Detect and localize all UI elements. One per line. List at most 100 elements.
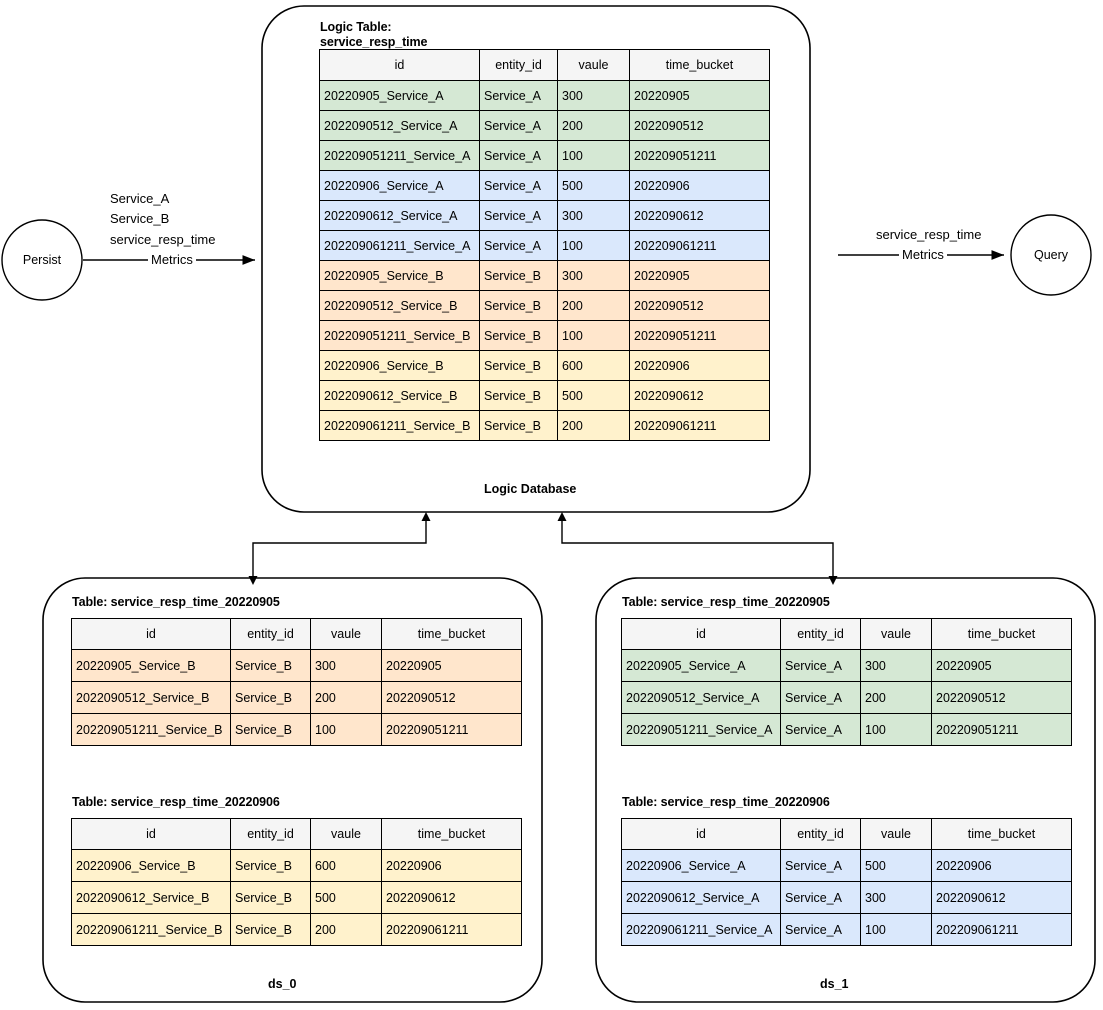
cell-time-bucket: 202209061211 <box>381 913 522 946</box>
cell-time-bucket: 202209051211 <box>629 140 770 171</box>
column-header-id: id <box>71 818 231 850</box>
cell-time-bucket: 202209061211 <box>931 913 1072 946</box>
cell-time-bucket: 2022090612 <box>629 200 770 231</box>
logic-table: id entity_id vaule time_bucket 20220905_… <box>319 49 770 441</box>
cell-id: 2022090612_Service_A <box>621 881 781 914</box>
cell-id: 2022090612_Service_A <box>319 200 480 231</box>
cell-id: 20220905_Service_B <box>319 260 480 291</box>
cell-time-bucket: 20220905 <box>629 80 770 111</box>
ds0-caption: ds_0 <box>268 977 297 991</box>
logic-table-title-line1: Logic Table: <box>320 20 392 34</box>
db-to-ds1-connector <box>561 519 834 578</box>
cell-time-bucket: 2022090612 <box>931 881 1072 914</box>
ds1-table1-title: Table: service_resp_time_20220906 <box>622 795 830 809</box>
cell-id: 20220906_Service_B <box>71 849 231 882</box>
persist-edge-label-line1: Service_A <box>110 191 170 206</box>
ds0-table0: id entity_id vaule time_bucket 20220905_… <box>71 618 522 746</box>
ds1-table0: id entity_id vaule time_bucket 20220905_… <box>621 618 1072 746</box>
cell-id: 202209061211_Service_B <box>71 913 231 946</box>
column-header-time-bucket: time_bucket <box>381 818 522 850</box>
cell-entity-id: Service_A <box>780 849 861 882</box>
cell-vaule: 100 <box>557 230 630 261</box>
column-header-vaule: vaule <box>860 818 932 850</box>
persist-edge-label-line4: Metrics <box>148 252 196 267</box>
cell-id: 202209051211_Service_A <box>319 140 480 171</box>
cell-entity-id: Service_A <box>780 881 861 914</box>
cell-vaule: 300 <box>310 649 382 682</box>
column-header-vaule: vaule <box>860 618 932 650</box>
persist-edge-label-line3: service_resp_time <box>110 232 216 247</box>
cell-entity-id: Service_B <box>230 881 311 914</box>
logic-table-title-line2: service_resp_time <box>320 35 428 49</box>
cell-id: 2022090612_Service_B <box>319 380 480 411</box>
query-node-label[interactable]: Query <box>1033 248 1069 262</box>
cell-entity-id: Service_B <box>479 350 558 381</box>
cell-id: 2022090612_Service_B <box>71 881 231 914</box>
cell-entity-id: Service_B <box>479 410 558 441</box>
column-header-time-bucket: time_bucket <box>381 618 522 650</box>
cell-time-bucket: 20220906 <box>381 849 522 882</box>
cell-entity-id: Service_B <box>479 260 558 291</box>
cell-entity-id: Service_A <box>479 80 558 111</box>
logic-table-header-row: id entity_id vaule time_bucket <box>319 49 770 81</box>
cell-vaule: 300 <box>557 80 630 111</box>
ds1-table0-title: Table: service_resp_time_20220905 <box>622 595 830 609</box>
cell-time-bucket: 20220905 <box>381 649 522 682</box>
column-header-time-bucket: time_bucket <box>629 49 770 81</box>
cell-vaule: 100 <box>557 140 630 171</box>
cell-id: 202209061211_Service_A <box>621 913 781 946</box>
cell-id: 2022090512_Service_B <box>319 290 480 321</box>
cell-entity-id: Service_A <box>780 713 861 746</box>
cell-id: 202209051211_Service_B <box>71 713 231 746</box>
column-header-entity-id: entity_id <box>780 818 861 850</box>
cell-time-bucket: 2022090612 <box>629 380 770 411</box>
cell-entity-id: Service_A <box>479 110 558 141</box>
cell-entity-id: Service_B <box>230 649 311 682</box>
column-header-entity-id: entity_id <box>230 818 311 850</box>
cell-vaule: 100 <box>310 713 382 746</box>
column-header-id: id <box>621 618 781 650</box>
db-to-ds0-up-arrowhead <box>421 512 431 521</box>
cell-entity-id: Service_B <box>230 913 311 946</box>
cell-id: 2022090512_Service_A <box>319 110 480 141</box>
cell-entity-id: Service_A <box>479 140 558 171</box>
column-header-entity-id: entity_id <box>230 618 311 650</box>
cell-entity-id: Service_B <box>479 380 558 411</box>
cell-id: 2022090512_Service_A <box>621 681 781 714</box>
cell-vaule: 300 <box>860 649 932 682</box>
column-header-entity-id: entity_id <box>479 49 558 81</box>
cell-time-bucket: 202209061211 <box>629 410 770 441</box>
cell-entity-id: Service_A <box>780 913 861 946</box>
persist-edge-label-line2: Service_B <box>110 211 170 226</box>
cell-vaule: 500 <box>557 170 630 201</box>
cell-id: 202209051211_Service_A <box>621 713 781 746</box>
ds1-down-arrowhead <box>828 576 838 585</box>
cell-entity-id: Service_B <box>479 290 558 321</box>
cell-entity-id: Service_B <box>230 713 311 746</box>
db-to-ds1-up-arrowhead <box>557 512 567 521</box>
cell-time-bucket: 20220906 <box>629 170 770 201</box>
cell-time-bucket: 20220906 <box>931 849 1072 882</box>
cell-entity-id: Service_A <box>780 649 861 682</box>
query-edge-label-line2: Metrics <box>899 247 947 262</box>
cell-vaule: 100 <box>860 913 932 946</box>
persist-node-label[interactable]: Persist <box>22 253 62 267</box>
cell-vaule: 200 <box>557 290 630 321</box>
cell-id: 20220906_Service_A <box>621 849 781 882</box>
ds0-table1: id entity_id vaule time_bucket 20220906_… <box>71 818 522 946</box>
cell-id: 20220906_Service_A <box>319 170 480 201</box>
